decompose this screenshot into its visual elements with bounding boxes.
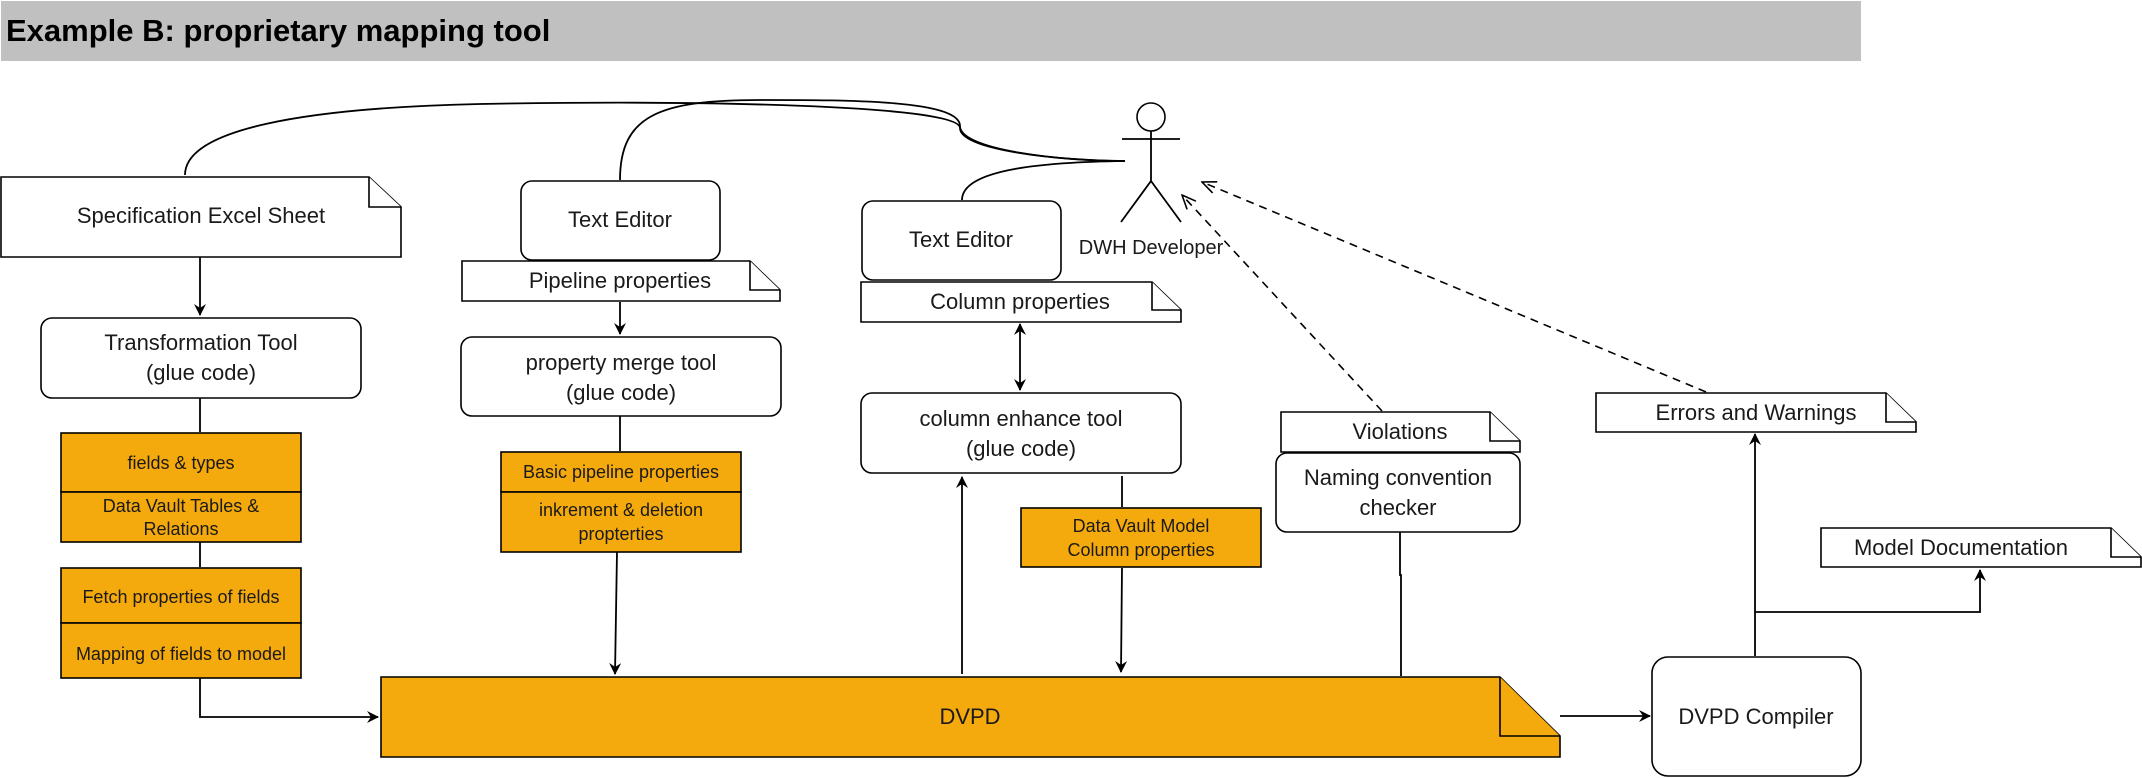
dwh-developer-label: DWH Developer xyxy=(1079,237,1224,259)
pipeline-properties-node: Pipeline properties xyxy=(461,260,781,302)
edge-mapping-dvpd xyxy=(199,678,379,723)
errors-warnings-label: Errors and Warnings xyxy=(1656,400,1857,425)
edge-increment-dvpd xyxy=(609,551,622,675)
dvpd-label: DVPD xyxy=(939,704,1000,729)
column-enhance-tool-line1: column enhance tool xyxy=(919,406,1122,431)
dv-model-props-node: Data Vault Model Column properties xyxy=(1020,507,1262,568)
property-merge-tool-node: property merge tool (glue code) xyxy=(460,336,782,417)
transformation-tool-line1: Transformation Tool xyxy=(104,330,297,355)
basic-pipeline-label: Basic pipeline properties xyxy=(523,462,719,482)
spec-sheet-label: Specification Excel Sheet xyxy=(77,203,325,228)
dv-tables-line1: Data Vault Tables & xyxy=(103,496,259,516)
naming-checker-line2: checker xyxy=(1359,495,1436,520)
errors-warnings-node: Errors and Warnings xyxy=(1595,392,1917,433)
violations-label: Violations xyxy=(1353,419,1448,444)
pipeline-properties-label: Pipeline properties xyxy=(529,268,711,293)
mapping-fields-label: Mapping of fields to model xyxy=(76,644,286,664)
dvpd-compiler-label: DVPD Compiler xyxy=(1678,704,1833,729)
spec-sheet-node: Specification Excel Sheet xyxy=(0,176,402,258)
dwh-developer-actor: DWH Developer xyxy=(1079,102,1224,259)
dvpd-node: DVPD xyxy=(380,676,1561,758)
property-merge-tool-line1: property merge tool xyxy=(526,350,717,375)
page-title: Example B: proprietary mapping tool xyxy=(6,13,550,48)
dv-model-props-line2: Column properties xyxy=(1067,540,1214,560)
edge-violations-developer xyxy=(1182,195,1383,412)
edge-dev-texteditor1 xyxy=(619,99,1126,181)
column-enhance-tool-node: column enhance tool (glue code) xyxy=(860,392,1182,474)
edge-dvmodel-dvpd xyxy=(1115,567,1128,673)
model-documentation-label: Model Documentation xyxy=(1854,535,2068,560)
model-documentation-node: Model Documentation xyxy=(1820,527,2142,568)
stack-mapping-outputs: Fetch properties of fields Mapping of fi… xyxy=(60,567,302,679)
column-properties-node: Column properties xyxy=(860,281,1182,323)
title-bar: Example B: proprietary mapping tool xyxy=(1,1,1861,61)
fetch-props-box xyxy=(60,567,302,624)
naming-checker-line1: Naming convention xyxy=(1304,465,1492,490)
dv-model-props-line1: Data Vault Model xyxy=(1073,516,1210,536)
text-editor-2-node: Text Editor xyxy=(861,200,1062,281)
edge-dev-texteditor2 xyxy=(961,160,1126,201)
basic-pipeline-box xyxy=(500,451,742,493)
stack-pipeline-outputs: Basic pipeline properties inkrement & de… xyxy=(500,451,742,553)
edge-compiler-docs xyxy=(1755,569,1986,613)
mapping-fields-box xyxy=(60,622,302,679)
dvpd-compiler-node: DVPD Compiler xyxy=(1651,656,1862,777)
fields-types-label: fields & types xyxy=(127,453,234,473)
column-enhance-tool-line2: (glue code) xyxy=(966,436,1076,461)
edge-checker-dvpd xyxy=(1399,532,1402,676)
fetch-props-label: Fetch properties of fields xyxy=(82,587,279,607)
naming-checker-node: Naming convention checker xyxy=(1275,452,1521,533)
stack-transformation-outputs: fields & types Data Vault Tables & Relat… xyxy=(60,432,302,543)
actor-head-icon xyxy=(1136,102,1166,132)
text-editor-1-node: Text Editor xyxy=(520,180,721,261)
edge-errors-developer xyxy=(1202,182,1707,393)
text-editor-1-label: Text Editor xyxy=(568,207,672,232)
increment-deletion-line2: propterties xyxy=(578,524,663,544)
increment-deletion-box xyxy=(500,491,742,553)
violations-node: Violations xyxy=(1280,411,1521,453)
dv-tables-line2: Relations xyxy=(143,519,218,539)
fields-types-box xyxy=(60,432,302,493)
property-merge-tool-line2: (glue code) xyxy=(566,380,676,405)
increment-deletion-line1: inkrement & deletion xyxy=(539,500,703,520)
transformation-tool-node: Transformation Tool (glue code) xyxy=(40,317,362,399)
transformation-tool-line2: (glue code) xyxy=(146,360,256,385)
column-properties-label: Column properties xyxy=(930,289,1110,314)
text-editor-2-label: Text Editor xyxy=(909,227,1013,252)
dv-tables-box xyxy=(60,491,302,543)
title-bar-bg xyxy=(1,1,1861,61)
